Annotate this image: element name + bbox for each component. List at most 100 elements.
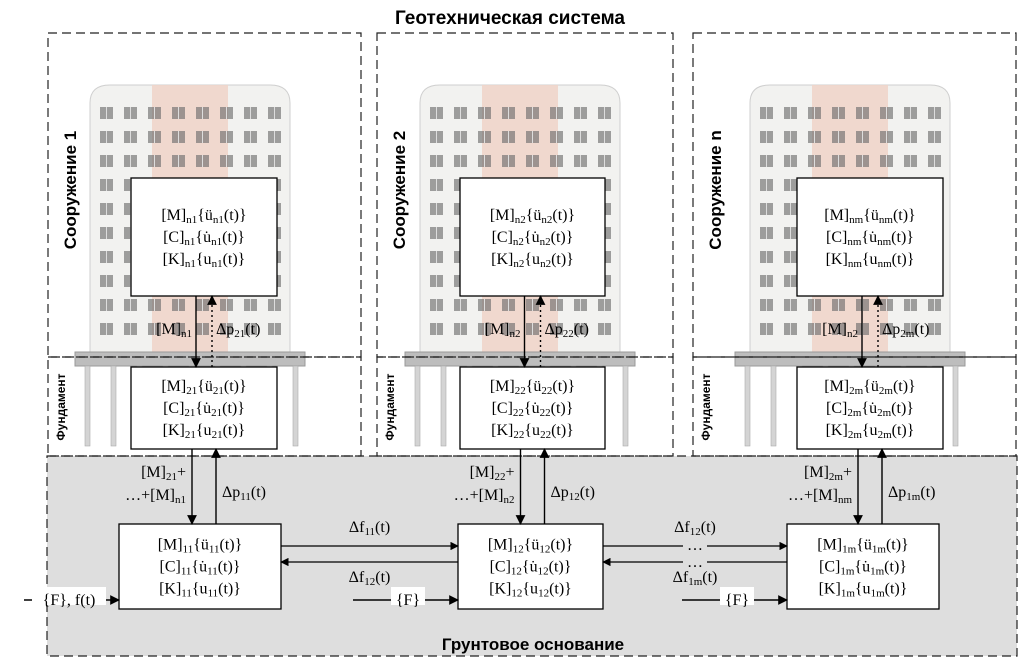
structure-matrix-box: [M]n2{ün2(t)} [C]n2{u̇n2(t)} [K]n2{un2(t)} xyxy=(459,177,606,297)
foundation-pile xyxy=(744,365,751,447)
equation-row: [K]nm{unm(t)} xyxy=(826,251,915,270)
external-force-label: {F} xyxy=(725,592,749,609)
equation-row: [M]22{ü22(t)} xyxy=(490,378,575,397)
foundation-pile xyxy=(622,365,629,447)
structure-matrix-box-frame xyxy=(459,177,606,297)
combined-mass-label: …+[M]nm xyxy=(788,487,852,506)
pressure-label: Δp2m(t) xyxy=(882,321,929,340)
equation-row: [C]n2{u̇n2(t)} xyxy=(492,229,574,248)
equation-row: [K]11{u11(t)} xyxy=(159,581,241,600)
equation-row: [K]21{u21(t)} xyxy=(163,422,246,441)
soil-matrix-box-frame xyxy=(786,523,940,610)
combined-mass-label: …+[M]n2 xyxy=(454,487,515,506)
external-force-label: {F}, f(t) xyxy=(43,592,96,609)
soil-matrix-box-frame xyxy=(118,523,282,610)
structure-label: Сооружение 1 xyxy=(61,131,80,250)
structure-matrix-box-frame xyxy=(796,177,944,297)
structure-frames: Сооружение 1 Фундамент Сооружение 2 Фундаме… xyxy=(47,32,1017,457)
pressure-label: Δp12(t) xyxy=(551,484,595,503)
structure-label: Сооружение n xyxy=(706,130,725,249)
force-label-bg xyxy=(720,587,754,605)
foundation-matrix-box-frame xyxy=(459,366,606,450)
structure-label: Сооружение 2 xyxy=(390,131,409,250)
equation-row: [C]12{u̇12(t)} xyxy=(490,559,572,578)
foundation-matrix-box: [M]22{ü22(t)} [C]22{u̇22(t)} [K]22{u22(t)} xyxy=(459,366,606,450)
structure-frame-3 xyxy=(692,32,1017,358)
foundation-pile xyxy=(110,365,117,447)
foundation-label: Фундамент xyxy=(54,373,68,440)
structure-frame-1 xyxy=(47,32,362,358)
equation-row: [K]2m{u2m(t)} xyxy=(826,422,915,441)
pressure-label: Δp1m(t) xyxy=(888,484,935,503)
foundation-slab xyxy=(404,351,636,367)
equation-row: [K]n2{un2(t)} xyxy=(491,251,574,270)
foundation-slab xyxy=(74,351,306,367)
equation-row: [K]1m{u1m(t)} xyxy=(819,581,908,600)
equation-row: [C]21{u̇21(t)} xyxy=(163,400,245,419)
force-label-bg xyxy=(391,587,425,605)
soil-matrix-box: [M]12{ü12(t)} [C]12{u̇12(t)} [K]12{u12(t)} xyxy=(457,523,604,610)
mass-label: [M]n1 xyxy=(156,321,192,340)
foundation-pile xyxy=(292,365,299,447)
soil-matrix-box-frame xyxy=(457,523,604,610)
external-force-label: {F} xyxy=(396,592,420,609)
interaction-label: Δf11(t) xyxy=(349,519,390,538)
ellipsis-bg xyxy=(683,555,707,569)
equation-row: [K]12{u12(t)} xyxy=(489,581,572,600)
foundation-slab xyxy=(734,351,966,367)
foundation-matrix-box-frame xyxy=(796,366,944,450)
mass-label: [M]n2 xyxy=(485,321,521,340)
foundation-matrix-box: [M]2m{ü2m(t)} [C]2m{u̇2m(t)} [K]2m{u2m(t)} xyxy=(796,366,944,450)
foundation-matrix-box: [M]21{ü21(t)} [C]21{u̇21(t)} [K]21{u21(t)} xyxy=(130,366,278,450)
equation-row: [M]21{ü21(t)} xyxy=(161,378,246,397)
equation-row: [C]2m{u̇2m(t)} xyxy=(826,400,914,419)
equation-row: [M]11{ü11(t)} xyxy=(158,537,243,556)
foundation-pile xyxy=(414,365,421,447)
structure-matrix-box: [M]nm{ünm(t)} [C]nm{u̇nm(t)} [K]nm{unm(t)} xyxy=(796,177,944,297)
pressure-label: Δp21(t) xyxy=(216,321,260,340)
foundation-matrix-box-frame xyxy=(130,366,278,450)
foundation-frame-3 xyxy=(692,356,1017,457)
combined-mass-label: …+[M]n1 xyxy=(125,487,186,506)
foundation-pile xyxy=(84,365,91,447)
pressure-label: Δp11(t) xyxy=(222,484,266,503)
foundation-pile xyxy=(952,365,959,447)
equation-row: [M]nm{ünm(t)} xyxy=(824,207,915,226)
equation-row: [C]1m{u̇1m(t)} xyxy=(819,559,907,578)
combined-mass-label: [M]21+ xyxy=(141,464,186,483)
equation-row: [C]22{u̇22(t)} xyxy=(492,400,574,419)
equation-row: [M]n2{ün2(t)} xyxy=(490,207,575,226)
equation-row: [K]n1{un1(t)} xyxy=(163,251,246,270)
equation-row: [M]n1{ün1(t)} xyxy=(161,207,246,226)
interaction-label: Δf1m(t) xyxy=(673,569,718,588)
soil-matrix-box: [M]11{ü11(t)} [C]11{u̇11(t)} [K]11{u11(t)} xyxy=(118,523,282,610)
equation-row: [M]1m{ü1m(t)} xyxy=(817,537,908,556)
diagram-title: Геотехническая система xyxy=(395,8,625,29)
ellipsis: … xyxy=(687,537,703,554)
foundation-pile xyxy=(440,365,447,447)
foundation-label: Фундамент xyxy=(699,373,713,440)
interaction-label: Δf12(t) xyxy=(349,569,391,588)
combined-mass-label: [M]2m+ xyxy=(804,464,852,483)
pressure-label: Δp22(t) xyxy=(545,321,589,340)
foundation-frame-1 xyxy=(47,356,362,457)
soil-matrix-box: [M]1m{ü1m(t)} [C]1m{u̇1m(t)} [K]1m{u1m(t)} xyxy=(786,523,940,610)
structure-matrix-box-frame xyxy=(130,177,278,297)
structure-models: [M]n1{ün1(t)} [C]n1{u̇n1(t)} [K]n1{un1(t)}… xyxy=(24,177,944,610)
equation-row: [C]11{u̇11(t)} xyxy=(160,559,241,578)
mass-label: [M]n2 xyxy=(822,321,858,340)
structure-frame-2 xyxy=(376,32,674,358)
equation-row: [M]12{ü12(t)} xyxy=(488,537,573,556)
ellipsis-bg xyxy=(683,538,707,552)
ellipsis: … xyxy=(687,554,703,571)
foundation-pile xyxy=(770,365,777,447)
foundation-label: Фундамент xyxy=(383,373,397,440)
equation-row: [M]2m{ü2m(t)} xyxy=(824,378,915,397)
structure-matrix-box: [M]n1{ün1(t)} [C]n1{u̇n1(t)} [K]n1{un1(t)} xyxy=(130,177,278,297)
equation-row: [K]22{u22(t)} xyxy=(491,422,574,441)
force-label-bg xyxy=(32,587,106,605)
equation-row: [C]nm{u̇nm(t)} xyxy=(826,229,914,248)
soil-links: Δf11(t)Δf12(t)Δf12(t)Δf1m(t)…… xyxy=(280,519,788,588)
equation-row: [C]n1{u̇n1(t)} xyxy=(163,229,245,248)
